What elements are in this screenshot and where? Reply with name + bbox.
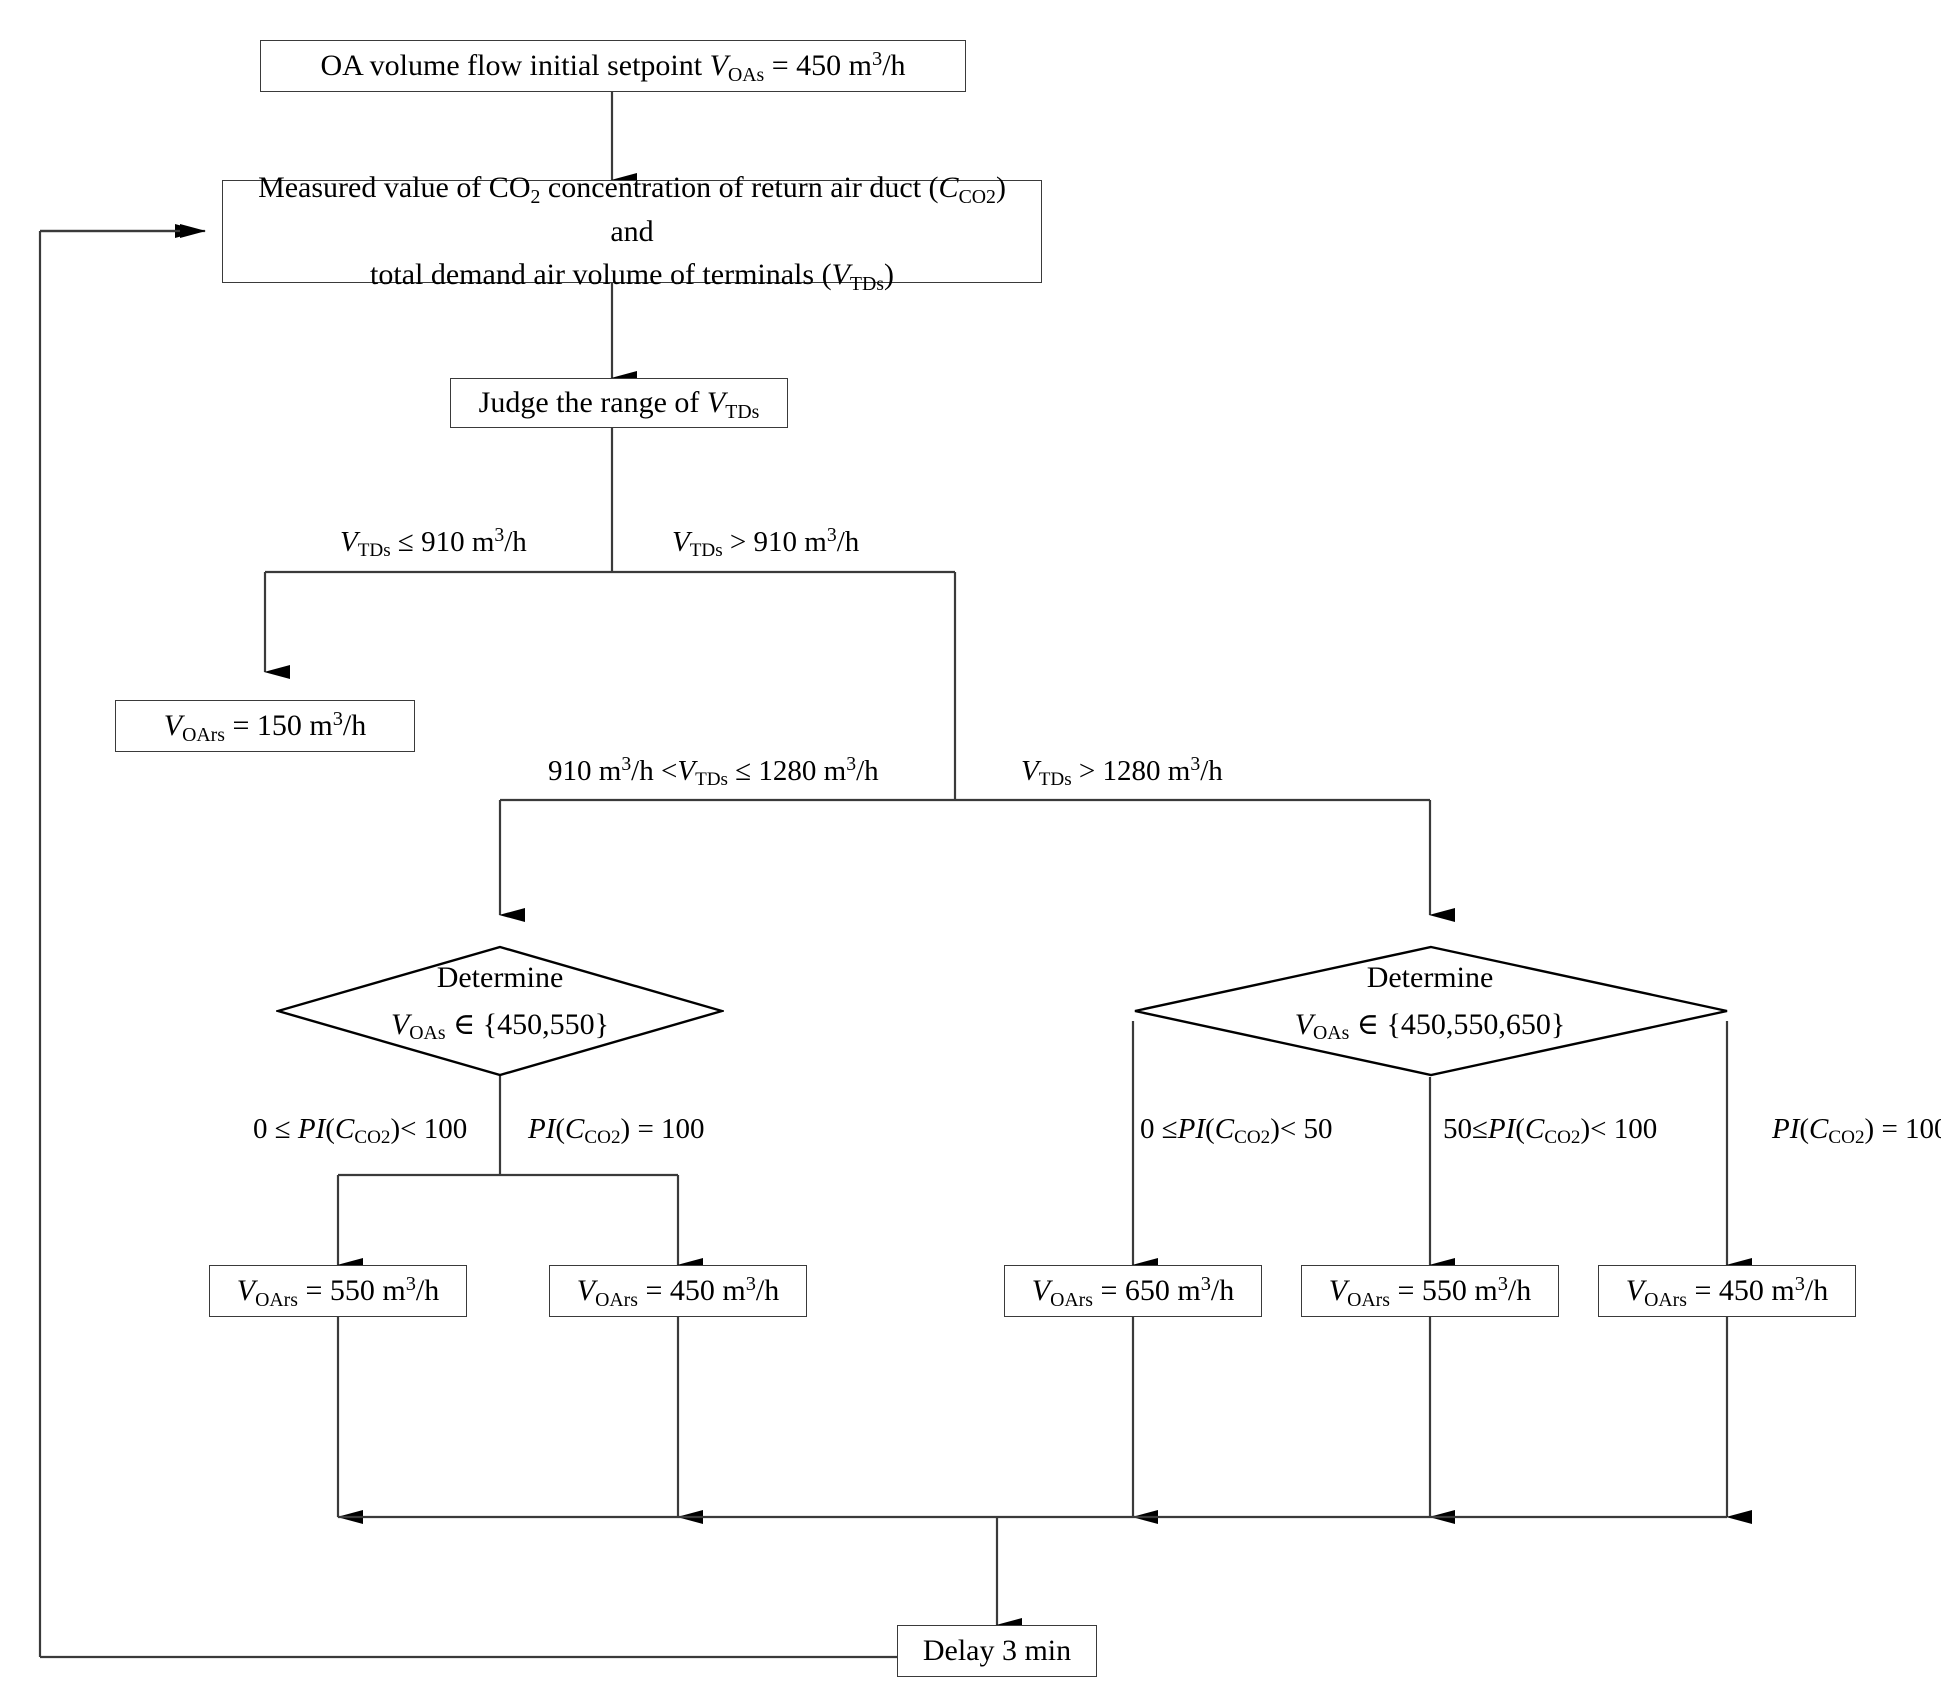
node-out-right-550-label: VOArs = 550 m3/h [1328, 1273, 1532, 1311]
diamond-left-shape [276, 945, 724, 1077]
edge-label-vtds-le-910: VTDs ≤ 910 m3/h [340, 524, 527, 562]
node-judge-range[interactable]: Judge the range of VTDs [450, 378, 788, 428]
edge-label-pi-left-eq-100: PI(CCO2) = 100 [528, 1113, 705, 1149]
node-out-right-650[interactable]: VOArs = 650 m3/h [1004, 1265, 1262, 1317]
node-measured-values[interactable]: Measured value of CO2 concentration of r… [222, 171, 1042, 295]
edge-label-pi-right-eq-100: PI(CCO2) = 100 [1772, 1113, 1941, 1149]
node-start[interactable]: OA volume flow initial setpoint VOAs = 4… [260, 40, 966, 92]
node-out-right-450[interactable]: VOArs = 450 m3/h [1598, 1265, 1856, 1317]
node-out-left-450[interactable]: VOArs = 450 m3/h [549, 1265, 807, 1317]
edge-label-pi-right-0-50: 0 ≤PI(CCO2)< 50 [1140, 1113, 1333, 1149]
node-out-right-450-label: VOArs = 450 m3/h [1625, 1273, 1829, 1311]
node-out-left-550[interactable]: VOArs = 550 m3/h [209, 1265, 467, 1317]
node-measured-values-line2: total demand air volume of terminals (VT… [370, 258, 894, 295]
edge-label-vtds-gt-1280: VTDs > 1280 m3/h [1021, 753, 1223, 791]
node-delay[interactable]: Delay 3 min [897, 1625, 1097, 1677]
diamond-left-labels[interactable]: Determine VOAs ∈ {450,550} [300, 955, 700, 1048]
diamond-left-line1: Determine [436, 961, 564, 994]
diamond-right-line1: Determine [1366, 961, 1494, 994]
node-result-150-label: VOArs = 150 m3/h [163, 708, 367, 746]
diamond-right-labels[interactable]: Determine VOAs ∈ {450,550,650} [1160, 955, 1700, 1048]
node-measured-values-line1: Measured value of CO2 concentration of r… [258, 171, 1006, 248]
edge-label-pi-right-50-100: 50≤PI(CCO2)< 100 [1443, 1113, 1658, 1149]
node-out-left-450-label: VOArs = 450 m3/h [576, 1273, 780, 1311]
node-result-150[interactable]: VOArs = 150 m3/h [115, 700, 415, 752]
node-start-label: OA volume flow initial setpoint VOAs = 4… [320, 48, 906, 86]
node-delay-label: Delay 3 min [922, 1634, 1072, 1668]
diamond-right-shape [1134, 945, 1728, 1077]
edge-label-vtds-gt-910: VTDs > 910 m3/h [672, 524, 860, 562]
diamond-left-line2: VOAs ∈ {450,550} [390, 1007, 610, 1045]
edge-label-pi-left-0-100: 0 ≤ PI(CCO2)< 100 [253, 1113, 468, 1149]
node-out-right-550[interactable]: VOArs = 550 m3/h [1301, 1265, 1559, 1317]
edge-label-vtds-910-1280: 910 m3/h <VTDs ≤ 1280 m3/h [548, 753, 879, 791]
node-judge-range-label: Judge the range of VTDs [478, 386, 760, 423]
node-out-left-550-label: VOArs = 550 m3/h [236, 1273, 440, 1311]
node-out-right-650-label: VOArs = 650 m3/h [1031, 1273, 1235, 1311]
diamond-right-line2: VOAs ∈ {450,550,650} [1294, 1007, 1566, 1045]
